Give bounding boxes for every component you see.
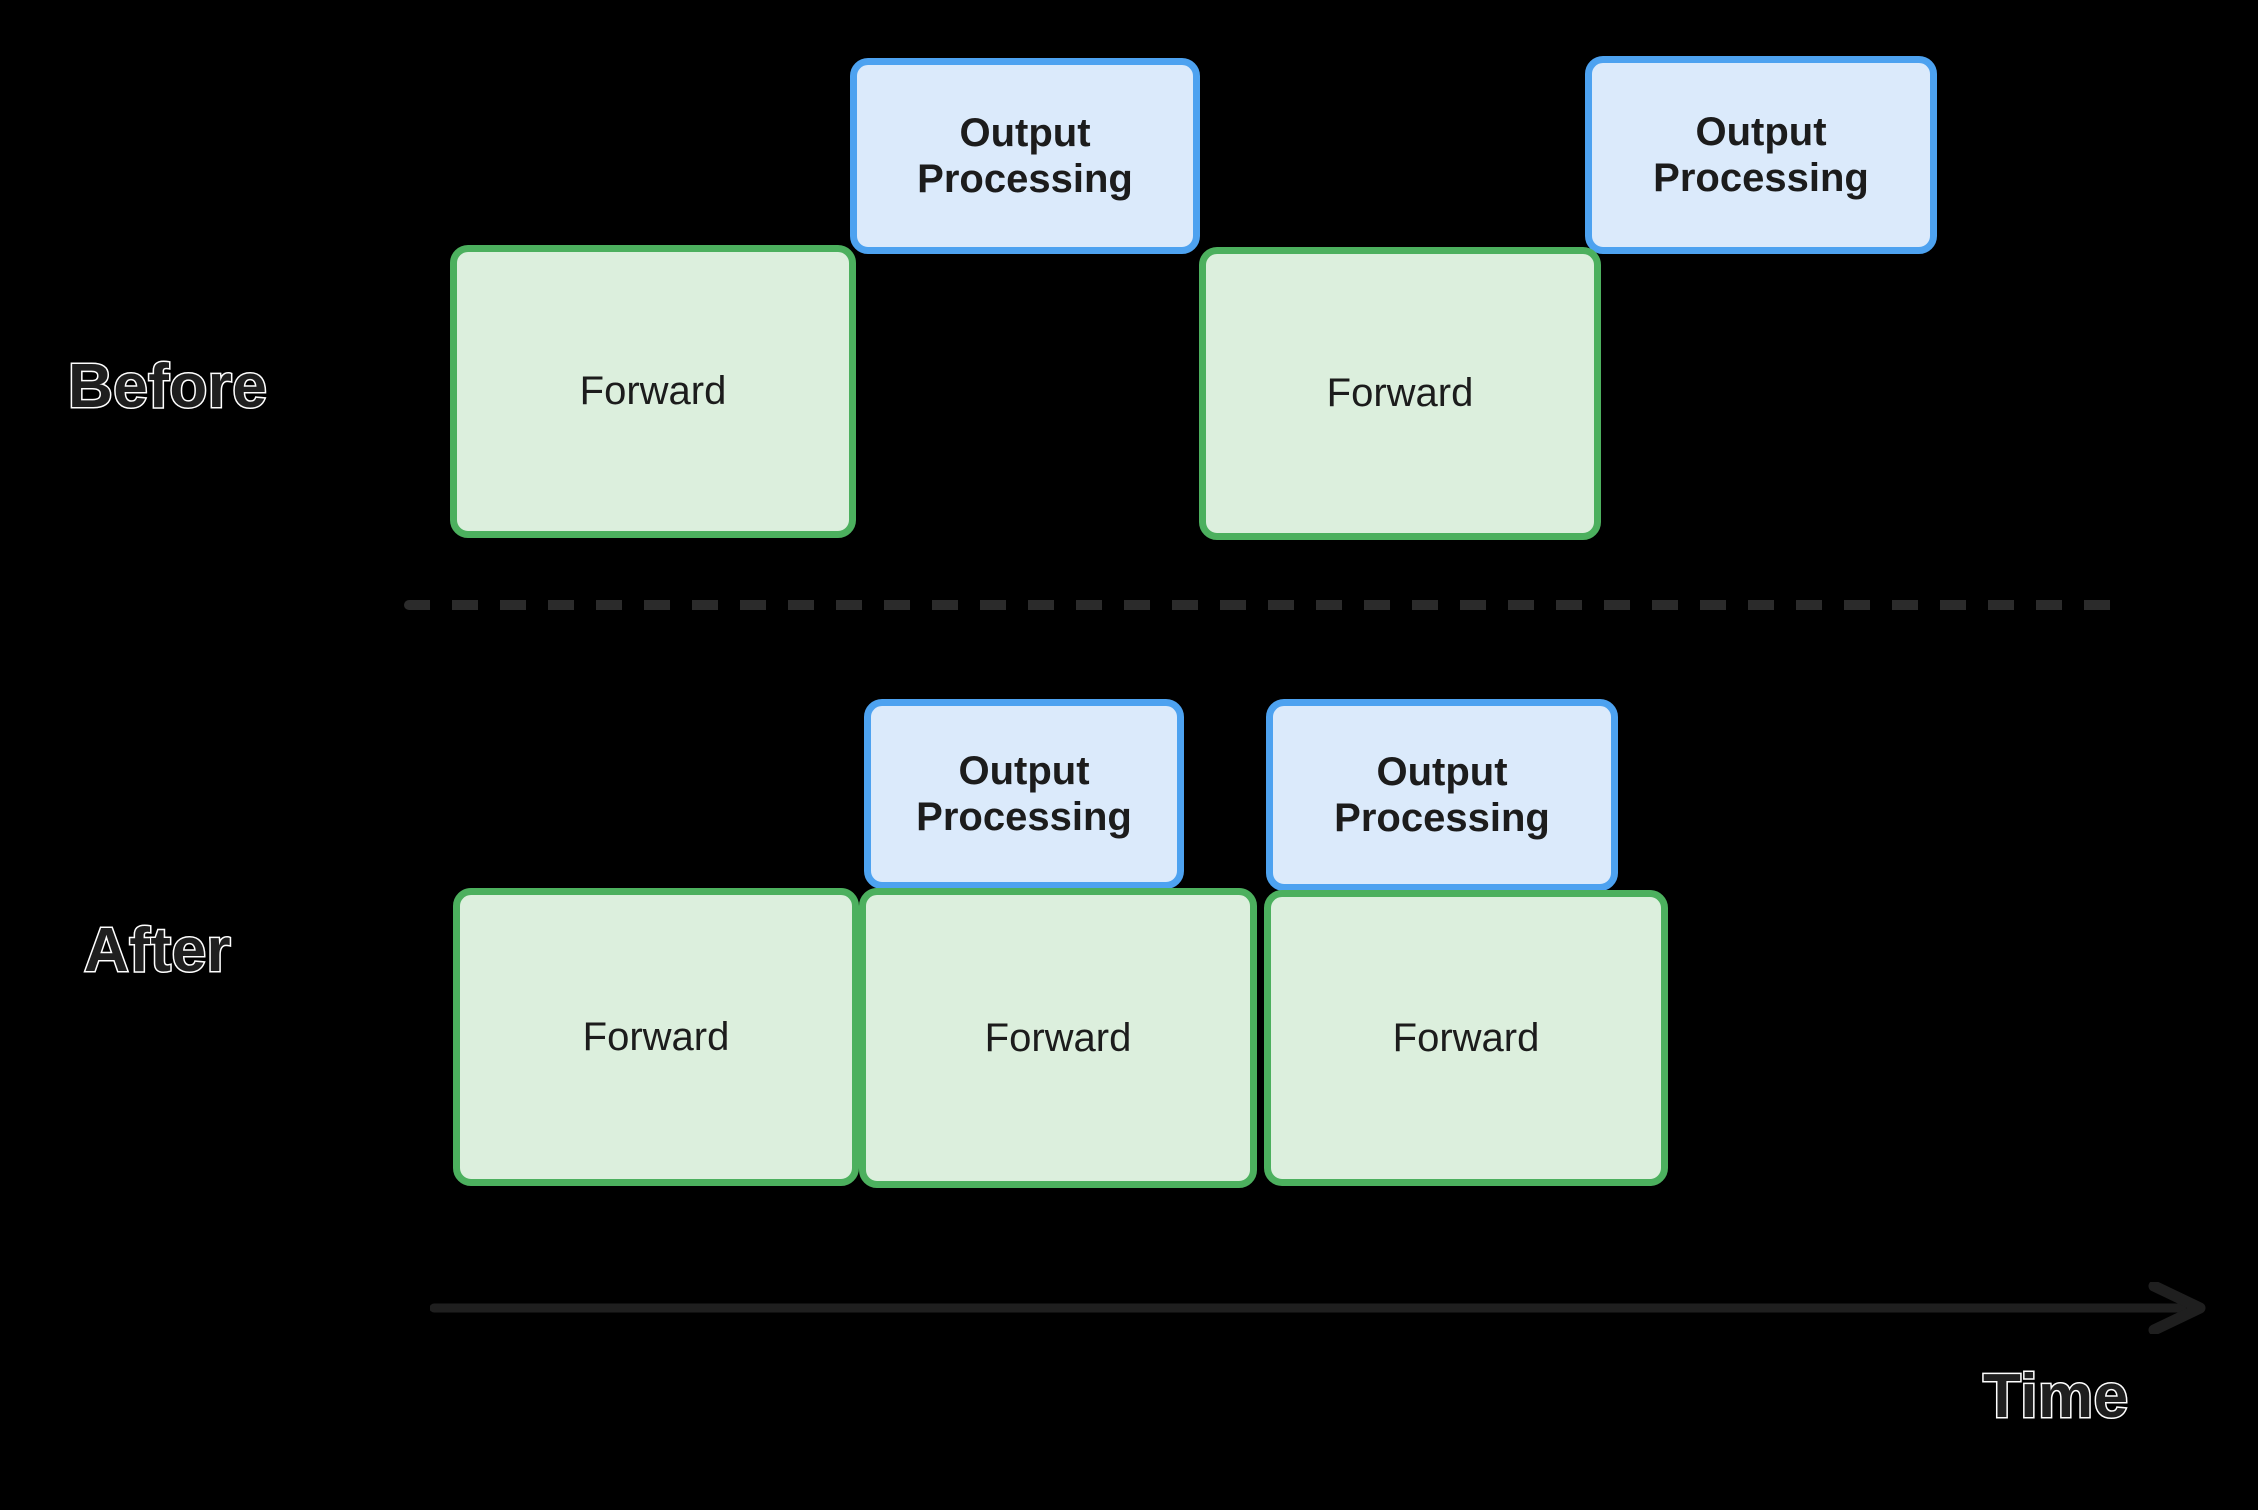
forward-block-label: Forward (984, 1015, 1132, 1060)
after-output-processing-block-1: Output Processing (864, 699, 1184, 889)
row-label-after: After (82, 916, 232, 985)
output-block-line1: Output (959, 111, 1091, 155)
forward-block-label: Forward (1392, 1015, 1540, 1060)
forward-block-label: Forward (582, 1014, 730, 1059)
before-output-processing-block-2: Output Processing (1585, 56, 1937, 254)
dashed-divider (404, 600, 2132, 610)
output-block-line1: Output (958, 749, 1090, 793)
after-output-processing-block-2: Output Processing (1266, 699, 1618, 891)
before-forward-block-1: Forward (450, 245, 856, 538)
time-axis-label: Time (1982, 1362, 2130, 1431)
output-block-line1: Output (1376, 750, 1508, 794)
after-forward-block-2: Forward (859, 888, 1257, 1188)
row-label-before: Before (66, 352, 268, 421)
forward-block-label: Forward (1326, 371, 1474, 415)
output-block-line2: Processing (1334, 796, 1550, 840)
forward-block-label: Forward (579, 369, 727, 413)
before-output-processing-block-1: Output Processing (850, 58, 1200, 254)
output-block-line2: Processing (1653, 156, 1869, 200)
after-forward-block-1: Forward (453, 888, 859, 1186)
output-block-line2: Processing (917, 157, 1133, 201)
arrowhead-icon (2148, 1282, 2206, 1334)
before-forward-block-2: Forward (1199, 247, 1601, 540)
after-forward-block-3: Forward (1264, 890, 1668, 1186)
output-block-line2: Processing (916, 795, 1132, 839)
time-axis-arrow (430, 1282, 2206, 1334)
output-block-line1: Output (1695, 110, 1827, 154)
